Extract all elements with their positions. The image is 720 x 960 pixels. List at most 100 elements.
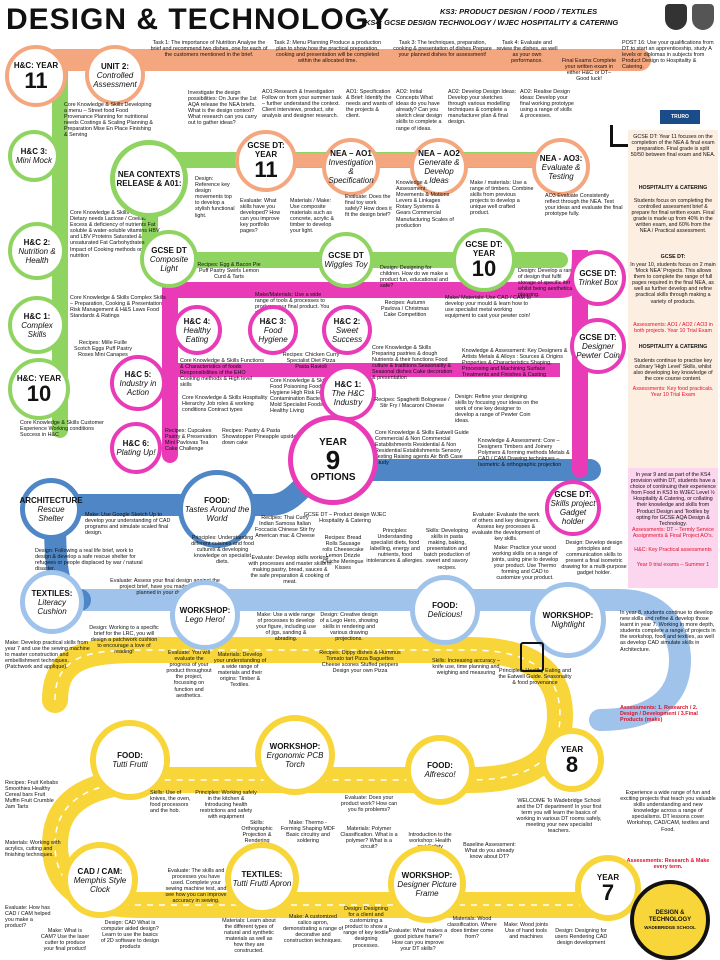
nea-contexts-stop[interactable]: NEA CONTEXTS RELEASE & A01: xyxy=(110,140,188,218)
tastes-world-stop[interactable]: FOOD:Tastes Around the World xyxy=(178,470,256,548)
frame-design: Design: Designing for users Rendering CA… xyxy=(554,928,608,947)
lego-evaluate: Evaluate: You will evaluate the progress… xyxy=(166,650,212,699)
alfresco-stop[interactable]: FOOD:Alfresco! xyxy=(405,735,475,805)
stop-sub: Lego Hero! xyxy=(185,615,225,624)
gcse-dt-y11-info: GCSE DT: Year 11 focuses on the completi… xyxy=(630,134,716,159)
nea-ao3-stop[interactable]: NEA - AO3:Evaluate & Testing xyxy=(532,138,590,196)
stop-sub: Trinket Box xyxy=(578,278,618,287)
stop-title: H&C 3: xyxy=(259,316,287,326)
pewter-design-text: Design: Refine your designing skills by … xyxy=(455,394,539,425)
unit2-stop[interactable]: UNIT 2:Controlled Assessment xyxy=(85,45,145,105)
stop-title: FOOD: xyxy=(427,761,453,770)
pcb-skills: Skills: Orthographic Projection & Render… xyxy=(241,820,273,844)
tutti-frutti-stop[interactable]: FOOD:Tutti Frutti xyxy=(90,720,170,800)
memphis-evaluate: Evaluate: How has CAD / CAM helped you m… xyxy=(5,905,51,930)
ks3-year8-text: In year 8, students continue to develop … xyxy=(620,610,716,653)
picture-frame-stop[interactable]: WORKSHOP:Designer Picture Frame xyxy=(388,845,466,923)
sweet-success-stop[interactable]: H&C 2:Sweet Success xyxy=(322,305,372,355)
stop-sub: Industry in Action xyxy=(119,378,157,397)
world-evaluate: Evaluate: Develop skills working with pr… xyxy=(248,555,332,586)
industry-skills: Core Knowledge & Skills Hospitality Hier… xyxy=(182,395,268,414)
ks3-year7-text: Experience a wide range of fun and excit… xyxy=(620,790,716,833)
complex-skills-stop[interactable]: H&C 1:Complex Skills xyxy=(8,296,66,354)
memphis-materials: Materials: Working with acrylics, cuttin… xyxy=(5,840,61,859)
hc-y10-info: Students continue to practise key culina… xyxy=(633,358,713,383)
lego-materials: Materials: Develop your understanding of… xyxy=(213,652,267,689)
apron-materials: Materials: Learn about the different typ… xyxy=(222,918,276,955)
food-delicious-stop[interactable]: FOOD:Delicious! xyxy=(410,575,480,645)
hc-industry-stop[interactable]: H&C 1:The H&C Industry xyxy=(320,365,376,421)
stop-title: ARCHITECTURE xyxy=(19,495,83,505)
nutrition-stop[interactable]: H&C 2:Nutrition & Health xyxy=(8,222,66,280)
industry-action-stop[interactable]: H&C 5:Industry in Action xyxy=(110,355,166,411)
delicious-principles: Principles: Understanding specialist die… xyxy=(366,528,424,565)
gadget-evaluate: Evaluate: Evaluate the work of others an… xyxy=(472,512,540,543)
hc-y11-info: Students focus on completing the control… xyxy=(631,198,715,235)
trinket-box-stop[interactable]: GCSE DT:Trinket Box xyxy=(570,250,626,306)
logo-title: DESIGN & TECHNOLOGY xyxy=(6,3,391,36)
stop-title: TEXTILES: xyxy=(241,870,283,879)
lego-hero-stop[interactable]: WORKSHOP:Lego Hero! xyxy=(170,580,240,650)
ao2-initial-text: AO2: Initial Concepts What ideas do you … xyxy=(396,89,443,132)
year10-hc-skills: Core Knowledge & Skills Customer Experie… xyxy=(20,420,104,439)
right-panel-ks4 xyxy=(628,130,718,525)
stop-title: NEA - AO3: xyxy=(539,153,583,163)
mini-mock-stop[interactable]: H&C 3:Mini Mock xyxy=(8,130,60,182)
hygiene-skills: Core Knowledge & Skills Food Poisoning F… xyxy=(270,378,336,415)
food-hygiene-stop[interactable]: H&C 3:Food Hygiene xyxy=(248,305,298,355)
gadget-holder-stop[interactable]: GCSE DT:Skills project Gadget holder xyxy=(545,480,601,536)
stop-options: OPTIONS xyxy=(310,472,356,483)
assessments-dt10: Assessments: AO1 / AO2 / AO3 in both pro… xyxy=(633,322,713,335)
stop-title: WORKSHOP: xyxy=(542,611,594,620)
assessments-y9-trial: Year 9 trial exams – Summer 1 xyxy=(636,562,710,568)
year8-road xyxy=(44,589,692,731)
memphis-clock-stop[interactable]: CAD / CAM:Memphis Style Clock xyxy=(62,842,138,918)
stop-number: 7 xyxy=(601,879,615,905)
stop-number: 10 xyxy=(471,256,497,281)
stop-title: GCSE DT xyxy=(328,251,364,260)
baseline-assessment: Baseline Assessment: What do you already… xyxy=(463,842,516,861)
stop-number: 11 xyxy=(254,157,278,182)
literacy-design: Design: Working to a specific brief for … xyxy=(89,625,159,656)
stop-title: NEA CONTEXTS RELEASE & A01: xyxy=(116,170,182,188)
composite-evaluate-text: Evaluate: What skills have you developed… xyxy=(240,198,281,235)
pcb-torch-stop[interactable]: WORKSHOP:Ergonomic PCB Torch xyxy=(255,715,335,795)
stop-sub: Evaluate & Testing xyxy=(541,162,581,181)
year7-road xyxy=(41,637,608,918)
healthy-eating-stop[interactable]: H&C 4:Healthy Eating xyxy=(172,305,222,355)
stop-number: 8 xyxy=(565,751,579,777)
pcb-principles: Principles: Working safely in the kitche… xyxy=(195,790,257,821)
stop-sub: Complex Skills xyxy=(21,320,53,339)
stop-sub: Healthy Eating xyxy=(183,325,211,344)
stop-title: FOOD: xyxy=(432,601,458,610)
stop-sub: Tastes Around the World xyxy=(184,504,250,523)
healthy-skills: Core Knowledge & Skills Functions & Char… xyxy=(180,358,264,389)
stop-sub: Memphis Style Clock xyxy=(73,875,127,894)
stop-sub: Sweet Success xyxy=(331,325,363,344)
stop-sub: Delicious! xyxy=(427,610,463,619)
hc-y11-title: HOSPITALITY & CATERING xyxy=(638,185,708,191)
stop-title: GCSE DT: xyxy=(554,490,592,499)
apron-stop[interactable]: TEXTILES:Tutti Frutti Apron xyxy=(225,842,299,916)
delicious-recipes-2: Recipes: Dippy dishes & Hummus Tomato ta… xyxy=(319,650,401,675)
stop-title: GCSE DT xyxy=(151,245,187,255)
pcb-materials: Materials: Polymer Classification. What … xyxy=(340,826,398,851)
literacy-cushion-stop[interactable]: TEXTILES:Literacy Cushion xyxy=(20,570,84,634)
memphis-make: Make: What is CAM? Use the laser cutter … xyxy=(40,928,90,953)
post16-text: POST 16: Use your qualifications from DT… xyxy=(622,40,714,71)
pewter-coin-stop[interactable]: GCSE DT:Designer Pewter Coin xyxy=(570,318,626,374)
plating-up-stop[interactable]: H&C 6:Plating Up! xyxy=(110,422,162,474)
